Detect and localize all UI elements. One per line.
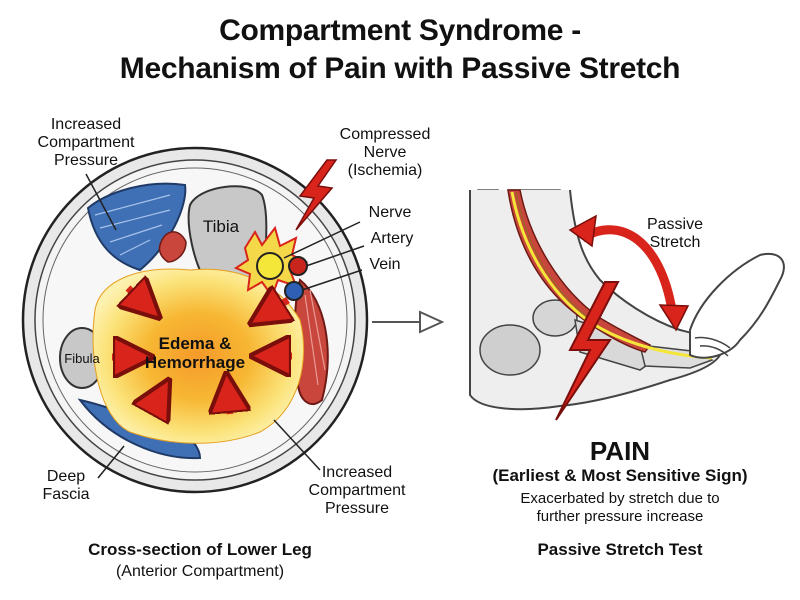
- label-increased-pressure-bottom: Increased Compartment Pressure: [308, 464, 406, 517]
- stretch-arc-arrow: [579, 225, 677, 311]
- caption-passive-stretch-test: Passive Stretch Test: [537, 540, 703, 559]
- lightning-bolt-icon: [295, 159, 338, 231]
- pain-lightning-icon: [555, 281, 620, 421]
- leader-lines: [85, 173, 365, 479]
- title-line-1: Compartment Syndrome -: [219, 14, 581, 47]
- pressure-arrows: [112, 288, 292, 414]
- vein-circle: [284, 281, 304, 301]
- label-fibula: Fibula: [64, 351, 100, 366]
- tibialis-muscle: [507, 189, 652, 353]
- foot-illustration: [469, 189, 785, 421]
- caption-anterior-compartment: (Anterior Compartment): [115, 563, 285, 580]
- artery-circle: [288, 256, 308, 276]
- label-tibia: Tibia: [202, 217, 240, 236]
- pain-subheading: (Earliest & Most Sensitive Sign): [492, 466, 748, 485]
- label-nerve: Nerve: [368, 204, 412, 221]
- hand-outline: [689, 252, 785, 359]
- title-line-2: Mechanism of Pain with Passive Stretch: [119, 52, 681, 85]
- muscle-blue-top: [86, 182, 187, 272]
- label-passive-stretch: Passive Stretch: [646, 216, 704, 251]
- caption-cross-section: Cross-section of Lower Leg: [88, 540, 312, 559]
- label-artery: Artery: [370, 230, 414, 247]
- pain-note: Exacerbated by stretch due to further pr…: [520, 490, 720, 525]
- nerve-circle: [256, 252, 284, 280]
- cross-section: [21, 146, 369, 494]
- label-deep-fascia: Deep Fascia: [42, 468, 90, 503]
- label-edema: Edema & Hemorrhage: [144, 334, 246, 372]
- small-muscle: [158, 231, 187, 263]
- label-vein: Vein: [369, 256, 401, 273]
- pain-heading: PAIN: [589, 436, 651, 466]
- label-compressed-nerve: Compressed Nerve (Ischemia): [339, 126, 431, 179]
- label-increased-pressure-top: Increased Compartment Pressure: [37, 116, 135, 169]
